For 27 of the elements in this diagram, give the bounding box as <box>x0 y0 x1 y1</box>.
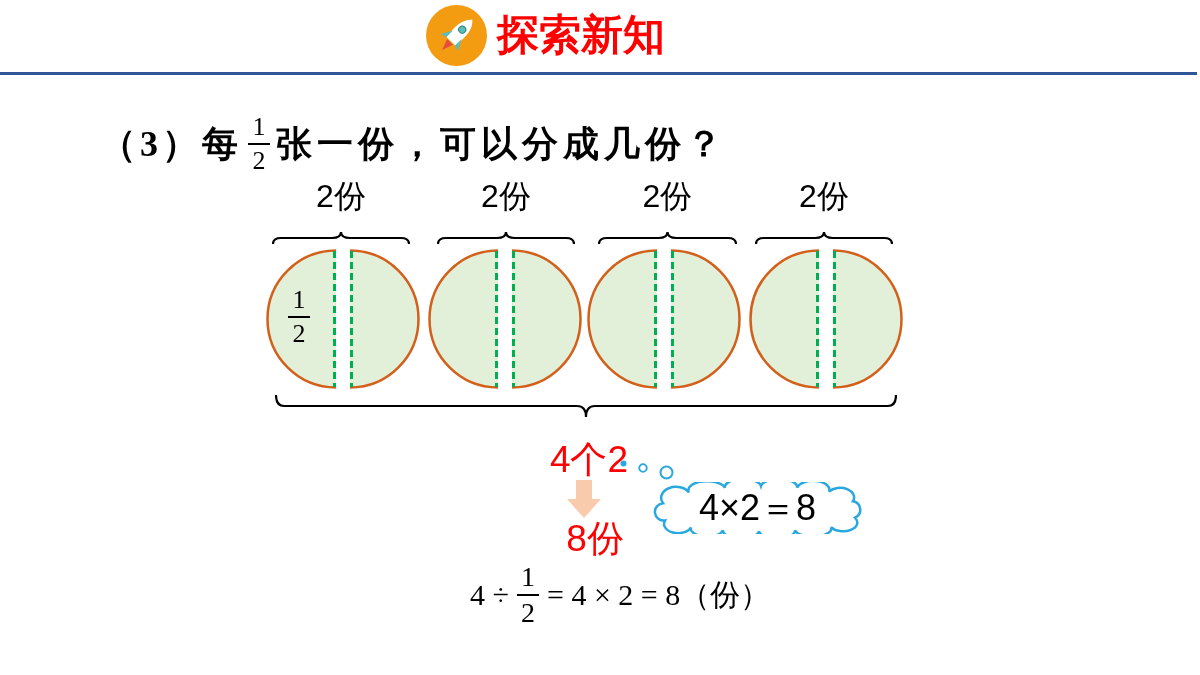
half-circle <box>350 249 420 389</box>
half-circle <box>671 249 741 389</box>
half-circle <box>587 249 657 389</box>
question-text: 张一份，可以分成几份？ <box>276 126 727 162</box>
fraction-denominator: 2 <box>292 321 306 347</box>
result-text: 8份 <box>563 518 627 558</box>
question-text: （3）每 <box>100 126 242 162</box>
group-label: 2份 <box>799 180 849 212</box>
arrow <box>567 480 601 518</box>
half-circle <box>428 249 498 389</box>
fraction-numerator: 1 <box>292 287 306 313</box>
group-label: 2份 <box>316 180 366 212</box>
half-circle <box>749 249 819 389</box>
section-title: 探索新知 <box>497 14 665 56</box>
half-circle <box>266 249 336 389</box>
equation-text: 4 ÷ <box>470 580 509 610</box>
group-label: 2份 <box>642 180 693 212</box>
grouping-text: 4个2 <box>546 438 632 480</box>
group-label: 2份 <box>481 180 531 212</box>
equation-text: = 4 × 2 = 8（份） <box>546 580 771 610</box>
half-circle <box>833 249 903 389</box>
fraction-numerator: 1 <box>520 563 535 591</box>
fraction-denominator: 2 <box>520 599 535 627</box>
equation-text: 4×2＝8 <box>698 490 817 526</box>
half-circle <box>512 249 582 389</box>
fraction-denominator: 2 <box>252 148 266 174</box>
fraction-numerator: 1 <box>252 114 266 140</box>
